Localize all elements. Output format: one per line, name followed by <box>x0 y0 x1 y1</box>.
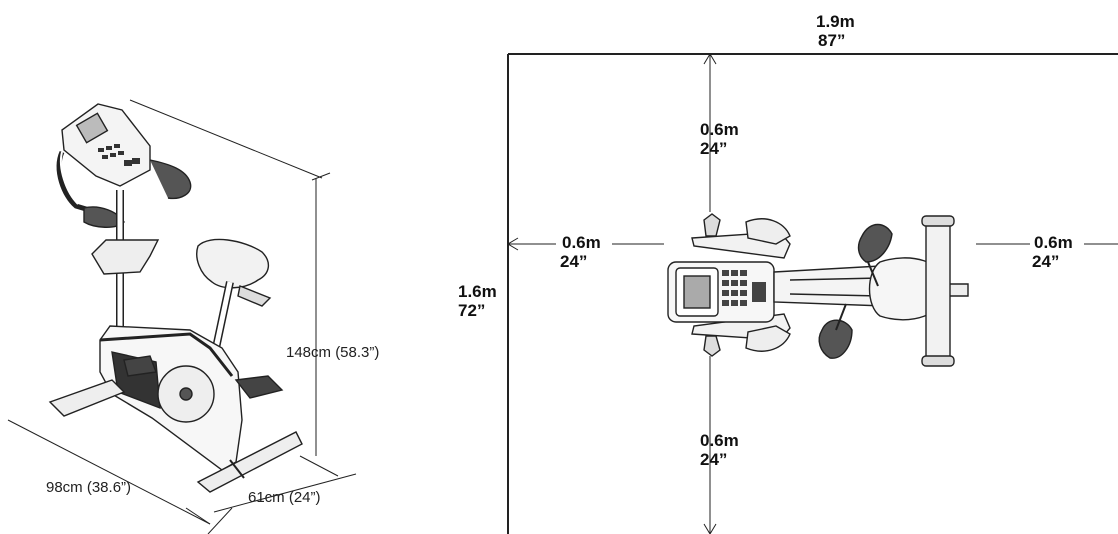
top-clearance-in: 24” <box>700 139 728 158</box>
right-clearance-in: 24” <box>1032 252 1060 271</box>
total-width-m: 1.9m <box>816 12 855 31</box>
left-clearance-in: 24” <box>560 252 588 271</box>
right-clearance-m: 0.6m <box>1034 233 1073 252</box>
length-label: 98cm (38.6”) <box>46 479 132 496</box>
total-depth-in: 72” <box>458 301 486 320</box>
bottom-clearance-m: 0.6m <box>700 431 739 450</box>
total-depth-m: 1.6m <box>458 282 497 301</box>
height-label: 148cm (58.3”) <box>286 344 380 361</box>
top-clearance-m: 0.6m <box>700 120 739 139</box>
bottom-clearance-in: 24” <box>700 450 728 469</box>
total-width-in: 87” <box>818 31 846 50</box>
bike-top-view <box>667 213 969 367</box>
left-clearance-m: 0.6m <box>562 233 601 252</box>
width-label: 61cm (24”) <box>248 489 321 506</box>
